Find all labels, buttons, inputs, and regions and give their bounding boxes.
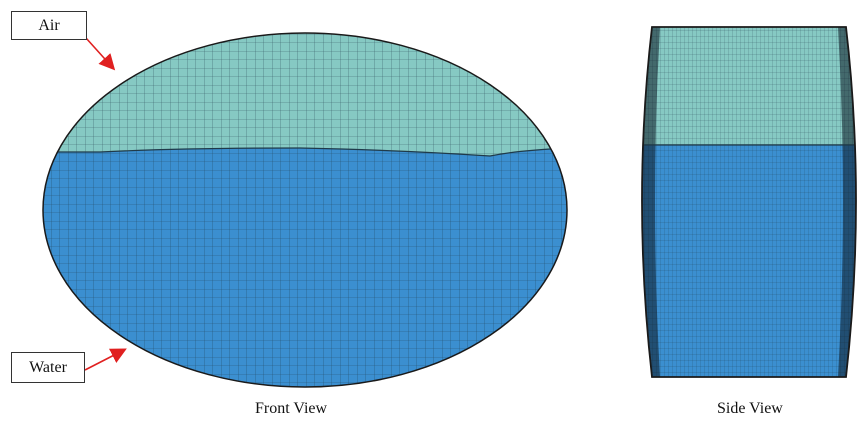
water-label: Water (11, 352, 85, 383)
air-arrow (85, 37, 116, 71)
air-label: Air (11, 11, 87, 40)
side-view-caption: Side View (717, 400, 783, 417)
side-edge-left (642, 27, 660, 377)
interface-line-front (43, 147, 567, 157)
side-outline (641, 26, 857, 378)
front-outline (42, 32, 568, 388)
front-view-caption: Front View (255, 400, 328, 417)
front-view-mesh (43, 33, 567, 387)
side-edge-right (838, 27, 856, 377)
water-arrow (84, 348, 127, 371)
side-view-mesh (642, 27, 856, 377)
